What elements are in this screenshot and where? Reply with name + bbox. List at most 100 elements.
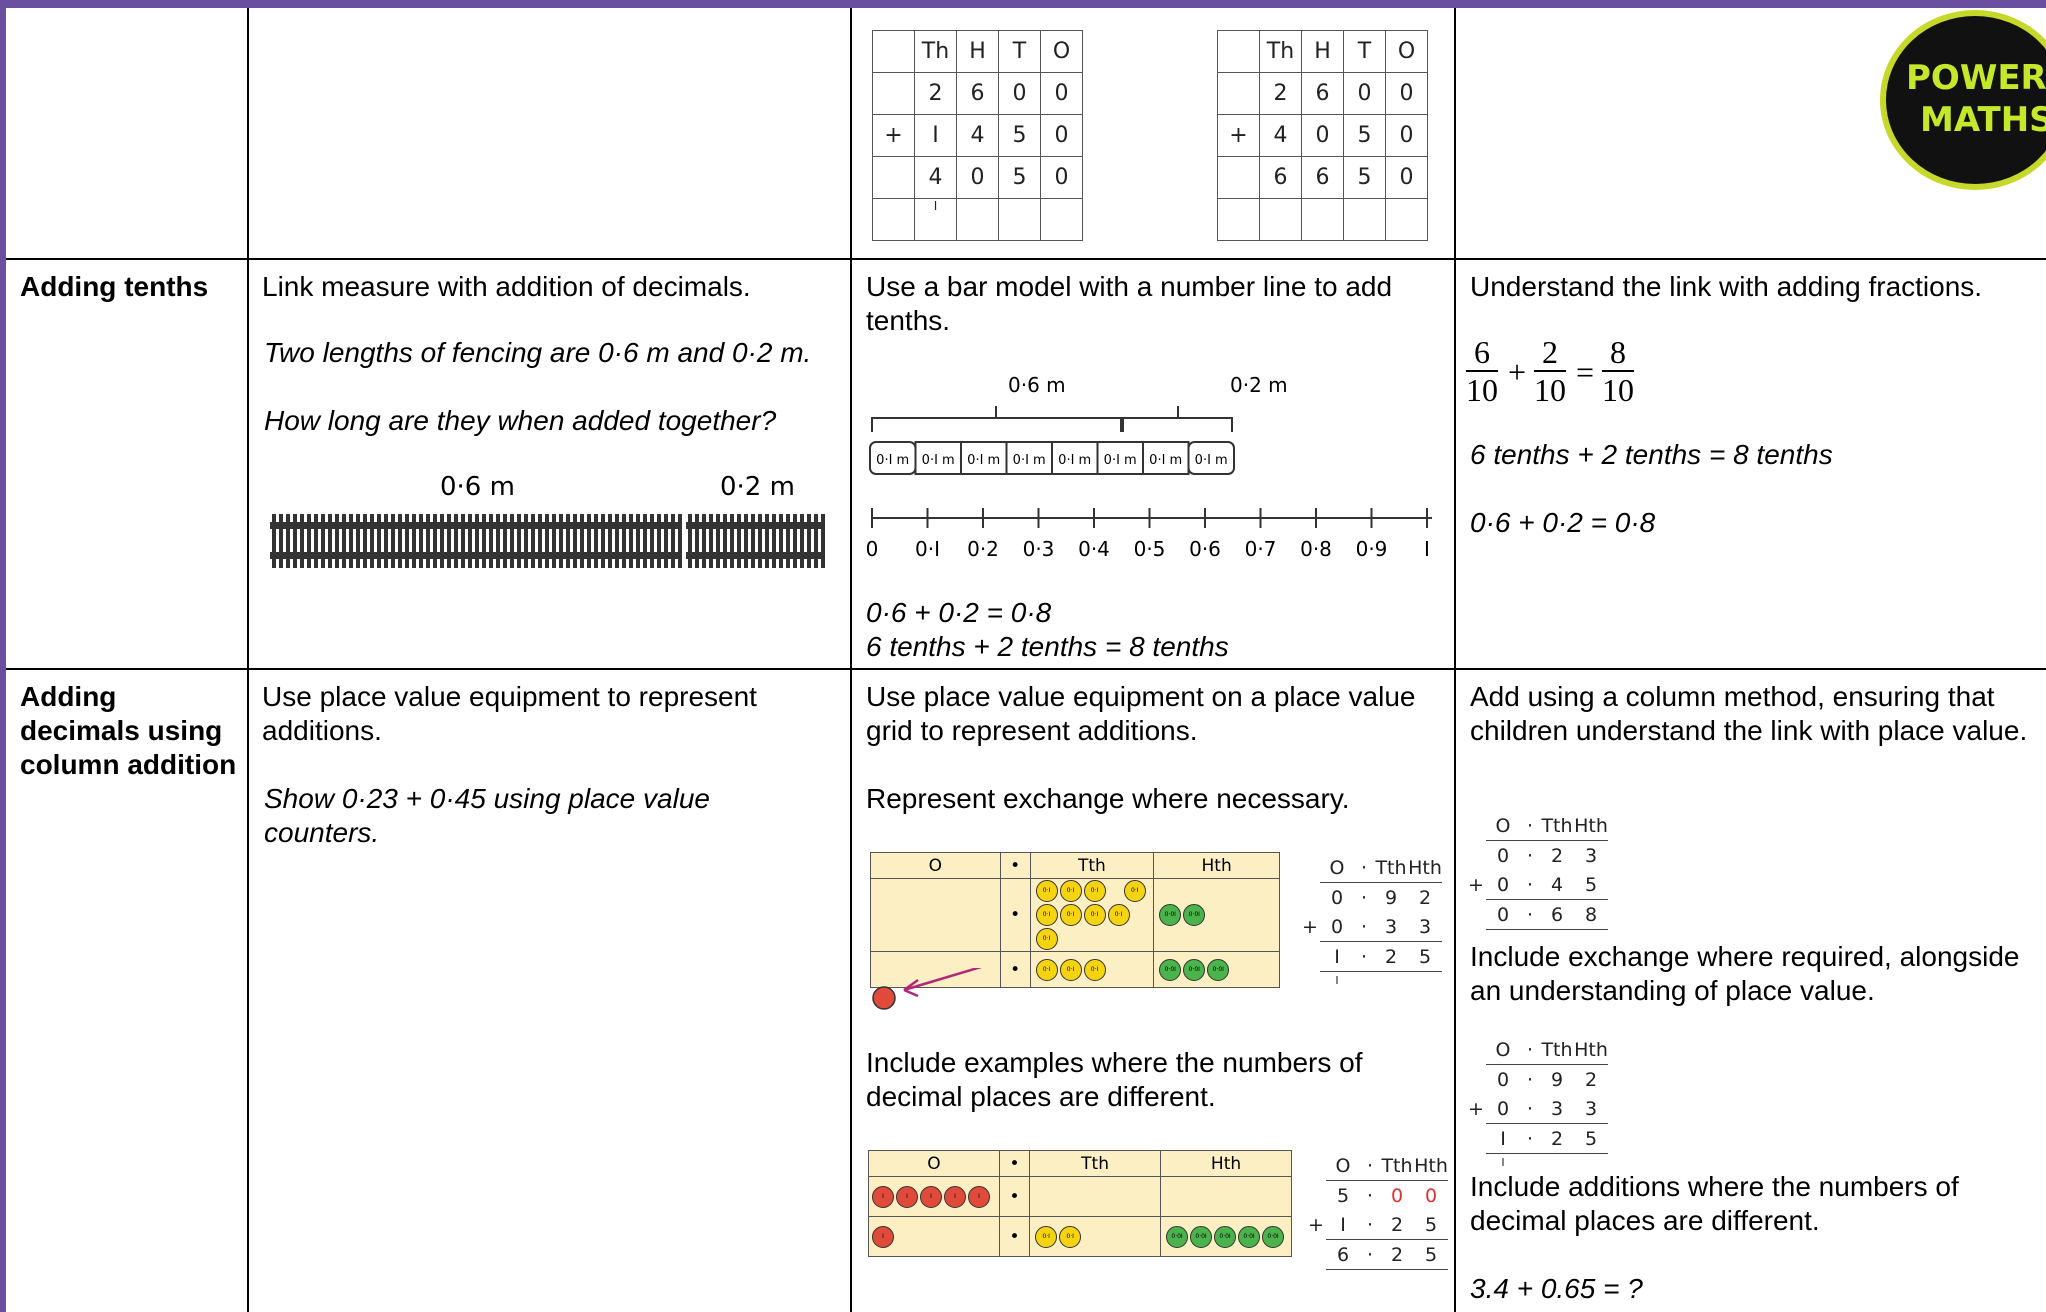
grid-b-cell: 6 [1301, 156, 1344, 199]
grid-cell: • [999, 878, 1031, 952]
grid-a-cell [872, 156, 915, 199]
place-value-counter: I [944, 1185, 966, 1208]
calc-cell: 2 [1418, 886, 1432, 909]
grid-b-cell: T [1343, 30, 1386, 73]
calc-cell: 3 [1384, 915, 1398, 938]
calc-cell: · [1360, 886, 1368, 909]
calc-plus-cell: + [1302, 915, 1318, 938]
grid-a-cell [998, 198, 1041, 241]
row-divider-1 [6, 258, 2046, 260]
column-col3-different: Include additions where the numbers of d… [1470, 1171, 1959, 1236]
grid-a-cell: 4 [956, 114, 999, 157]
grid-b-cell: 0 [1385, 156, 1428, 199]
column-divider-2 [850, 8, 852, 1312]
place-value-counter: 0·I [1123, 880, 1146, 902]
column-col1-title: Use place value equipment to represent a… [262, 681, 757, 746]
bar-cell-label: 0·I m [876, 453, 909, 468]
logo-line-1: POWER [1906, 58, 2046, 98]
calc-cell: O [1329, 856, 1345, 879]
bar-cell-label: 0·I m [1104, 453, 1137, 468]
calc-cell: · [1526, 1038, 1534, 1061]
number-line-label: 0·3 [1023, 537, 1055, 561]
grid-cell [1160, 1176, 1292, 1217]
exchange-arrow [872, 968, 983, 1010]
calc-cell: 0 [1330, 915, 1344, 938]
calc-cell: Hth [1574, 814, 1608, 837]
grid-b-cell [1343, 198, 1386, 241]
calc-cell: 6 [1336, 1243, 1350, 1266]
grid-a-cell: 4 [914, 156, 957, 199]
calc-cell: 0 [1424, 1184, 1438, 1207]
calc-cell: · [1366, 1243, 1374, 1266]
calc-cell: · [1360, 856, 1368, 879]
grid-a-cell: I [914, 114, 957, 157]
column-col3-exchange: Include exchange where required, alongsi… [1470, 941, 2020, 1006]
calc-cell: 3 [1418, 915, 1432, 938]
bar-cell [1187, 441, 1235, 475]
calc-cell: I [1340, 1213, 1346, 1236]
number-line-label: 0·8 [1300, 537, 1332, 561]
grid-a-cell: O [1040, 30, 1083, 73]
grid-b-cell: 0 [1385, 72, 1428, 115]
grid-a-cell: T [998, 30, 1041, 73]
grid-header-cell: O [870, 852, 1001, 879]
grid-a-cell: I [914, 198, 957, 241]
row-divider-2 [6, 668, 2046, 670]
column-col2-different: Include examples where the numbers of de… [866, 1047, 1363, 1112]
column-col3-final: 3.4 + 0.65 = ? [1470, 1273, 1643, 1304]
calc-cell: · [1526, 1068, 1534, 1091]
column-divider-3 [1454, 8, 1456, 1312]
calc-cell: 5 [1584, 1127, 1598, 1150]
place-value-counter: 0·I [1035, 958, 1058, 981]
grid-a-cell: 0 [1040, 156, 1083, 199]
calc-cell: · [1366, 1154, 1374, 1177]
place-value-counter: I [920, 1185, 942, 1208]
place-value-counter: 0·I [1059, 1225, 1082, 1248]
calc-cell: 5 [1584, 873, 1598, 896]
grid-a-cell: 0 [956, 156, 999, 199]
brace-label-b: 0·2 m [1230, 373, 1288, 397]
bar-cell-label: 0·I m [967, 453, 1000, 468]
brace-label-a: 0·6 m [1008, 373, 1066, 397]
grid-a-cell: Th [914, 30, 957, 73]
place-value-counter: 0·I [1035, 880, 1058, 902]
calc-cell: 5 [1424, 1213, 1438, 1236]
calc-cell: 3 [1584, 1097, 1598, 1120]
fraction-plus-sign: + [1508, 354, 1527, 390]
fraction-2-denominator: 10 [1534, 372, 1566, 408]
calc-cell: · [1360, 945, 1368, 968]
calc-cell: 5 [1336, 1184, 1350, 1207]
fraction-3-denominator: 10 [1602, 372, 1634, 408]
column-col2-title: Use place value equipment on a place val… [866, 681, 1416, 746]
calc-cell: 6 [1550, 903, 1564, 926]
grid-b-cell: 6 [1301, 72, 1344, 115]
calc-cell: 0 [1496, 1097, 1510, 1120]
place-value-counter: 0·I [1059, 904, 1082, 926]
calc-cell: Hth [1414, 1154, 1448, 1177]
calc-cell: · [1526, 1097, 1534, 1120]
column-col3-title: Add using a column method, ensuring that… [1470, 681, 2028, 746]
place-value-counter: I [872, 1225, 894, 1248]
